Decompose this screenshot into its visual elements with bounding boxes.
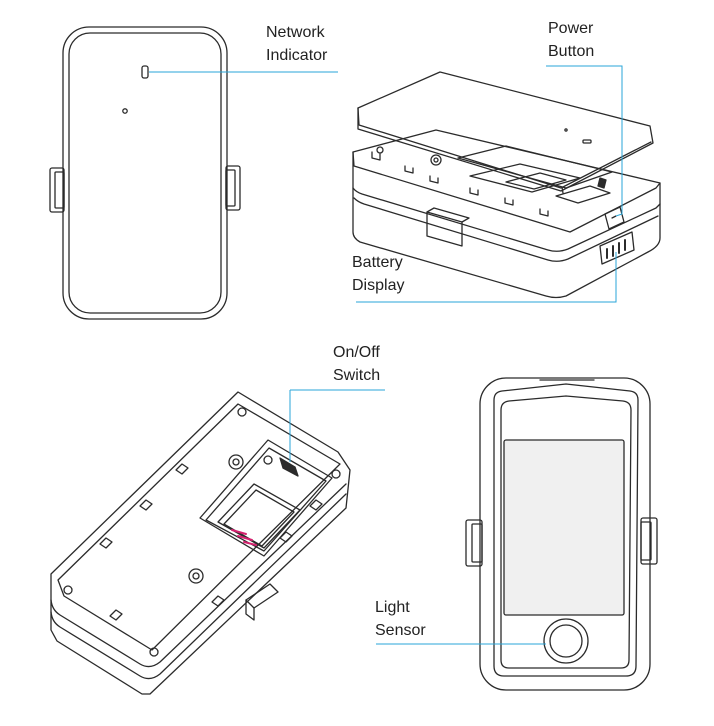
callout-power-button-line2: Button [548,43,595,60]
device-iso-open-view [50,391,351,695]
device-front-view [49,26,241,320]
side-tab [245,583,279,609]
callout-battery-display-line2: Display [352,277,405,294]
light-sensor [549,624,583,658]
callout-on-off-switch: On/Off Switch [333,341,380,387]
switch-compartment [199,439,333,557]
lid [357,71,654,192]
outer-body [50,391,351,695]
network-indicator-led [141,65,149,79]
side-tab [426,211,463,247]
callout-on-off-switch-line1: On/Off [333,344,380,361]
battery-display-leader [356,252,617,303]
device-back-view [465,377,658,691]
power-button [604,206,625,230]
pinhole [122,108,128,114]
on-off-switch [279,457,299,477]
inner-shell [68,32,222,314]
callout-power-button-line1: Power [548,20,594,37]
screen [503,439,625,616]
leader-lines [149,65,623,645]
light-sensor-ring [543,618,589,664]
battery-display [599,231,635,265]
callout-light-sensor: Light Sensor [375,596,426,642]
callout-power-button: Power Button [548,17,594,63]
callout-light-sensor-line2: Sensor [375,622,426,639]
right-clip [225,165,241,211]
outer-shell [62,26,228,320]
on-off-switch-leader [289,389,385,462]
callout-battery-display-line1: Battery [352,254,403,271]
left-clip [49,167,65,213]
base-body [352,151,661,299]
callout-network-indicator: Network Indicator [266,21,327,67]
right-clip [640,517,658,565]
callout-battery-display: Battery Display [352,251,404,297]
callout-network-indicator-line2: Indicator [266,47,328,64]
callout-on-off-switch-line2: Switch [333,367,381,384]
inner-shell [493,383,639,677]
power-button-leader [546,65,623,217]
top-frame [57,403,341,651]
callout-network-indicator-line1: Network [266,24,325,41]
callout-light-sensor-line1: Light [375,599,410,616]
outer-shell [479,377,651,691]
device-exploded-view [352,71,661,299]
base-rim [352,129,661,233]
